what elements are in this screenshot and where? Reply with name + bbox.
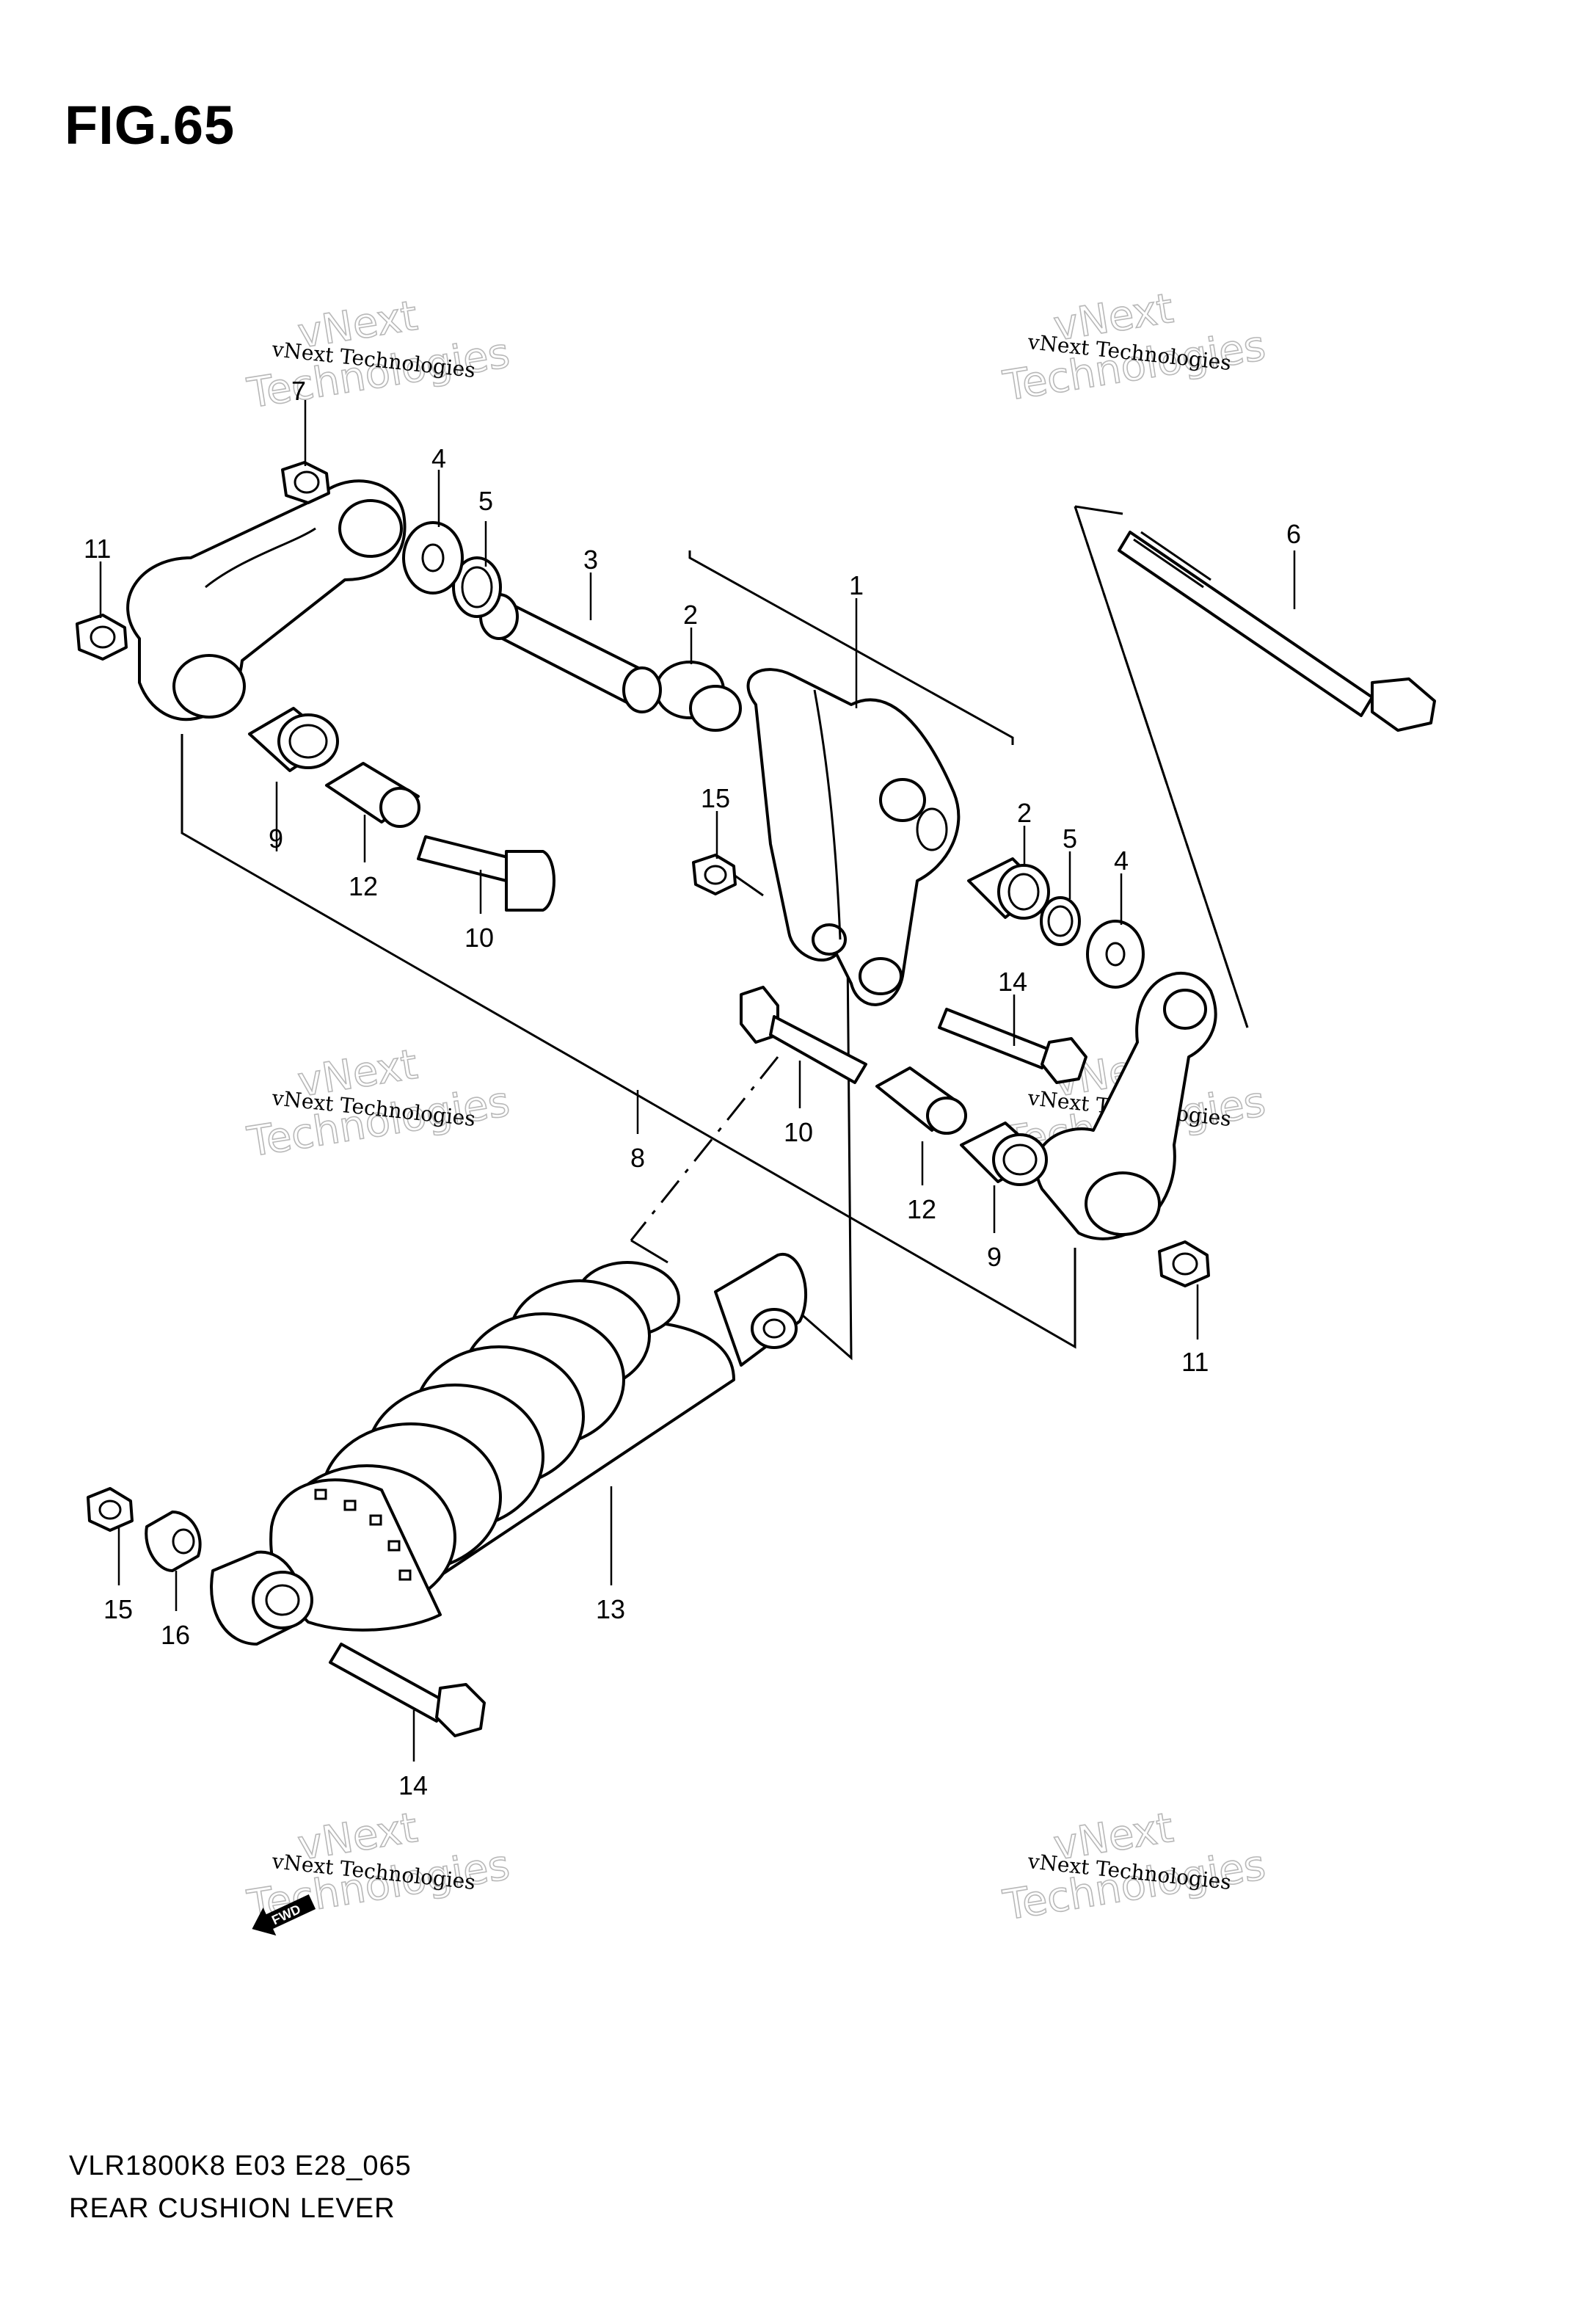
leader-lines	[99, 400, 1296, 1762]
model-code: VLR1800K8 E03 E28_065	[69, 2151, 412, 2181]
callout-15: 15	[701, 783, 730, 813]
callout-5: 5	[478, 486, 493, 516]
collar-12-left	[325, 762, 420, 828]
figure-title: FIG.65	[65, 95, 236, 156]
collar-16	[145, 1511, 202, 1572]
callout-2: 2	[1017, 798, 1032, 828]
washer-4-top	[402, 521, 464, 595]
collar-3	[479, 593, 662, 713]
callout-16: 16	[161, 1620, 190, 1650]
bolt-10-left	[417, 835, 555, 912]
seal-5-right	[1040, 896, 1081, 946]
callout-10: 10	[464, 923, 494, 953]
callout-14: 14	[998, 967, 1027, 997]
bolt-10-right	[740, 986, 867, 1084]
bolt-14-top	[938, 1008, 1087, 1084]
callout-9: 9	[269, 824, 283, 854]
callout-9: 9	[987, 1242, 1002, 1272]
bearing-2-right	[967, 857, 1050, 920]
callout-5: 5	[1063, 824, 1077, 854]
cushion-lever	[746, 668, 961, 1006]
link-arm-left	[126, 479, 407, 721]
callout-3: 3	[583, 545, 598, 575]
bolt-14-bottom	[329, 1643, 486, 1737]
bolt-6	[1118, 531, 1436, 732]
seal-5-top	[452, 556, 502, 618]
callout-14: 14	[398, 1770, 428, 1800]
callout-6: 6	[1286, 519, 1301, 549]
nut-15-top	[692, 854, 764, 897]
nut-11-left	[76, 614, 128, 661]
callout-11: 11	[84, 534, 111, 564]
rear-shock-absorber	[210, 1252, 807, 1646]
assembly-lines	[181, 505, 1249, 1361]
callout-12: 12	[907, 1194, 936, 1224]
washer-4-right	[1086, 920, 1145, 989]
callout-2: 2	[683, 600, 698, 630]
bearing-9-right	[960, 1122, 1048, 1186]
figure-name: REAR CUSHION LEVER	[69, 2193, 396, 2224]
callout-4: 4	[1114, 846, 1129, 876]
callout-10: 10	[784, 1117, 813, 1147]
nut-15-bottom	[87, 1487, 134, 1532]
callout-1: 1	[849, 570, 864, 600]
bearing-top-2	[655, 661, 742, 732]
link-arm-right	[1035, 971, 1217, 1240]
nut-7	[281, 461, 330, 504]
collar-12-right	[875, 1066, 967, 1135]
callout-8: 8	[630, 1143, 645, 1173]
callout-11: 11	[1181, 1347, 1209, 1377]
callout-15: 15	[103, 1594, 133, 1624]
callout-7: 7	[291, 376, 306, 406]
callout-4: 4	[431, 443, 446, 473]
callout-labels: 7 4 5 3 2 1 6 11 9 12 10 15 2 5 4 14 10 …	[84, 376, 1301, 1800]
bearing-9-left	[248, 707, 339, 772]
nut-11-right	[1158, 1240, 1210, 1287]
callout-13: 13	[596, 1594, 625, 1624]
callout-12: 12	[349, 871, 378, 901]
